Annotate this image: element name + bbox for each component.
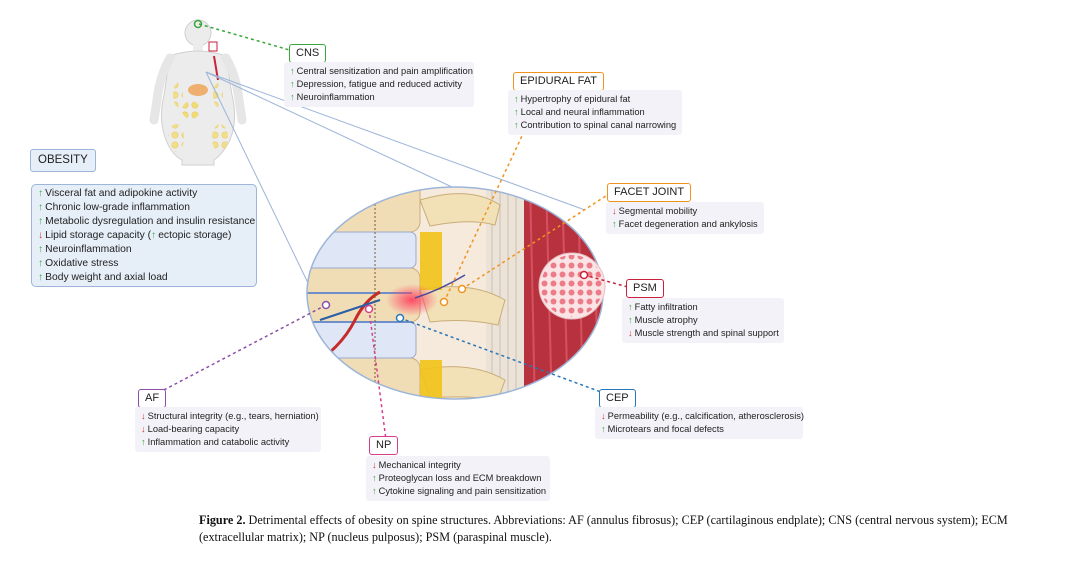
- psm-inset-icon: [538, 252, 606, 320]
- up-arrow-icon: ↑: [151, 230, 157, 241]
- up-arrow-icon: ↑: [38, 272, 44, 283]
- human-figure-icon: [149, 19, 247, 166]
- down-arrow-icon: ↓: [372, 460, 377, 470]
- up-arrow-icon: ↑: [38, 258, 44, 269]
- np-item-2: ↑Cytokine signaling and pain sensitizati…: [372, 486, 547, 496]
- cns-item-1: ↑Depression, fatigue and reduced activit…: [290, 79, 463, 89]
- psm-item-0: ↑Fatty infiltration: [628, 302, 698, 312]
- np-item-1: ↑Proteoglycan loss and ECM breakdown: [372, 473, 542, 483]
- up-arrow-icon: ↑: [290, 66, 295, 76]
- af-item-0: ↓Structural integrity (e.g., tears, hern…: [141, 411, 319, 421]
- psm-effects-box: ↑Fatty infiltration ↑Muscle atrophy ↓Mus…: [622, 298, 784, 343]
- down-arrow-icon: ↓: [601, 411, 606, 421]
- up-arrow-icon: ↑: [514, 120, 519, 130]
- up-arrow-icon: ↑: [38, 202, 44, 213]
- cep-title: CEP: [599, 389, 636, 408]
- obesity-item-0: ↑Visceral fat and adipokine activity: [38, 188, 198, 199]
- figure-caption: Figure 2. Detrimental effects of obesity…: [199, 512, 1069, 546]
- obesity-item-3: ↓Lipid storage capacity (↑ectopic storag…: [38, 230, 232, 241]
- obesity-item-6: ↑Body weight and axial load: [38, 272, 168, 283]
- up-arrow-icon: ↑: [628, 315, 633, 325]
- facet-joint-item-0: ↓Segmental mobility: [612, 206, 698, 216]
- up-arrow-icon: ↑: [514, 107, 519, 117]
- cns-effects-box: ↑Central sensitization and pain amplific…: [284, 62, 474, 107]
- figure-caption-text: Detrimental effects of obesity on spine …: [199, 513, 1008, 544]
- psm-item-2: ↓Muscle strength and spinal support: [628, 328, 779, 338]
- af-item-2: ↑Inflammation and catabolic activity: [141, 437, 290, 447]
- obesity-item-4: ↑Neuroinflammation: [38, 244, 132, 255]
- facet-joint-title: FACET JOINT: [607, 183, 692, 202]
- up-arrow-icon: ↑: [38, 244, 44, 255]
- down-arrow-icon: ↓: [141, 424, 146, 434]
- down-arrow-icon: ↓: [612, 206, 617, 216]
- up-arrow-icon: ↑: [290, 79, 295, 89]
- psm-item-1: ↑Muscle atrophy: [628, 315, 698, 325]
- obesity-item-2: ↑Metabolic dysregulation and insulin res…: [38, 216, 256, 227]
- down-arrow-icon: ↓: [141, 411, 146, 421]
- up-arrow-icon: ↑: [601, 424, 606, 434]
- up-arrow-icon: ↑: [612, 219, 617, 229]
- np-item-0: ↓Mechanical integrity: [372, 460, 461, 470]
- up-arrow-icon: ↑: [372, 486, 377, 496]
- obesity-item-1: ↑Chronic low-grade inflammation: [38, 202, 190, 213]
- af-title: AF: [138, 389, 167, 408]
- obesity-effects-box: ↑Visceral fat and adipokine activity ↑Ch…: [31, 184, 257, 287]
- up-arrow-icon: ↑: [141, 437, 146, 447]
- facet-joint-item-1: ↑Facet degeneration and ankylosis: [612, 219, 758, 229]
- epidural-fat-item-2: ↑Contribution to spinal canal narrowing: [514, 120, 677, 130]
- af-item-1: ↓Load-bearing capacity: [141, 424, 240, 434]
- figure-label: Figure 2.: [199, 513, 246, 527]
- epidural-fat-item-0: ↑Hypertrophy of epidural fat: [514, 94, 631, 104]
- facet-joint-effects-box: ↓Segmental mobility ↑Facet degeneration …: [606, 202, 764, 234]
- obesity-title: OBESITY: [30, 149, 96, 172]
- cns-item-2: ↑Neuroinflammation: [290, 92, 375, 102]
- epidural-fat-item-1: ↑Local and neural inflammation: [514, 107, 645, 117]
- epidural-fat-effects-box: ↑Hypertrophy of epidural fat ↑Local and …: [508, 90, 682, 135]
- af-effects-box: ↓Structural integrity (e.g., tears, hern…: [135, 407, 321, 452]
- epidural-fat-title: EPIDURAL FAT: [513, 72, 605, 91]
- up-arrow-icon: ↑: [514, 94, 519, 104]
- np-title: NP: [369, 436, 399, 455]
- down-arrow-icon: ↓: [38, 230, 44, 241]
- cep-item-1: ↑Microtears and focal defects: [601, 424, 724, 434]
- up-arrow-icon: ↑: [38, 216, 44, 227]
- obesity-item-5: ↑Oxidative stress: [38, 258, 119, 269]
- up-arrow-icon: ↑: [290, 92, 295, 102]
- cep-item-0: ↓Permeability (e.g., calcification, athe…: [601, 411, 804, 421]
- up-arrow-icon: ↑: [372, 473, 377, 483]
- cns-title: CNS: [289, 44, 327, 63]
- cns-item-0: ↑Central sensitization and pain amplific…: [290, 66, 473, 76]
- cep-effects-box: ↓Permeability (e.g., calcification, athe…: [595, 407, 804, 439]
- up-arrow-icon: ↑: [628, 302, 633, 312]
- down-arrow-icon: ↓: [628, 328, 633, 338]
- np-effects-box: ↓Mechanical integrity ↑Proteoglycan loss…: [366, 456, 550, 501]
- up-arrow-icon: ↑: [38, 188, 44, 199]
- psm-title: PSM: [626, 279, 664, 298]
